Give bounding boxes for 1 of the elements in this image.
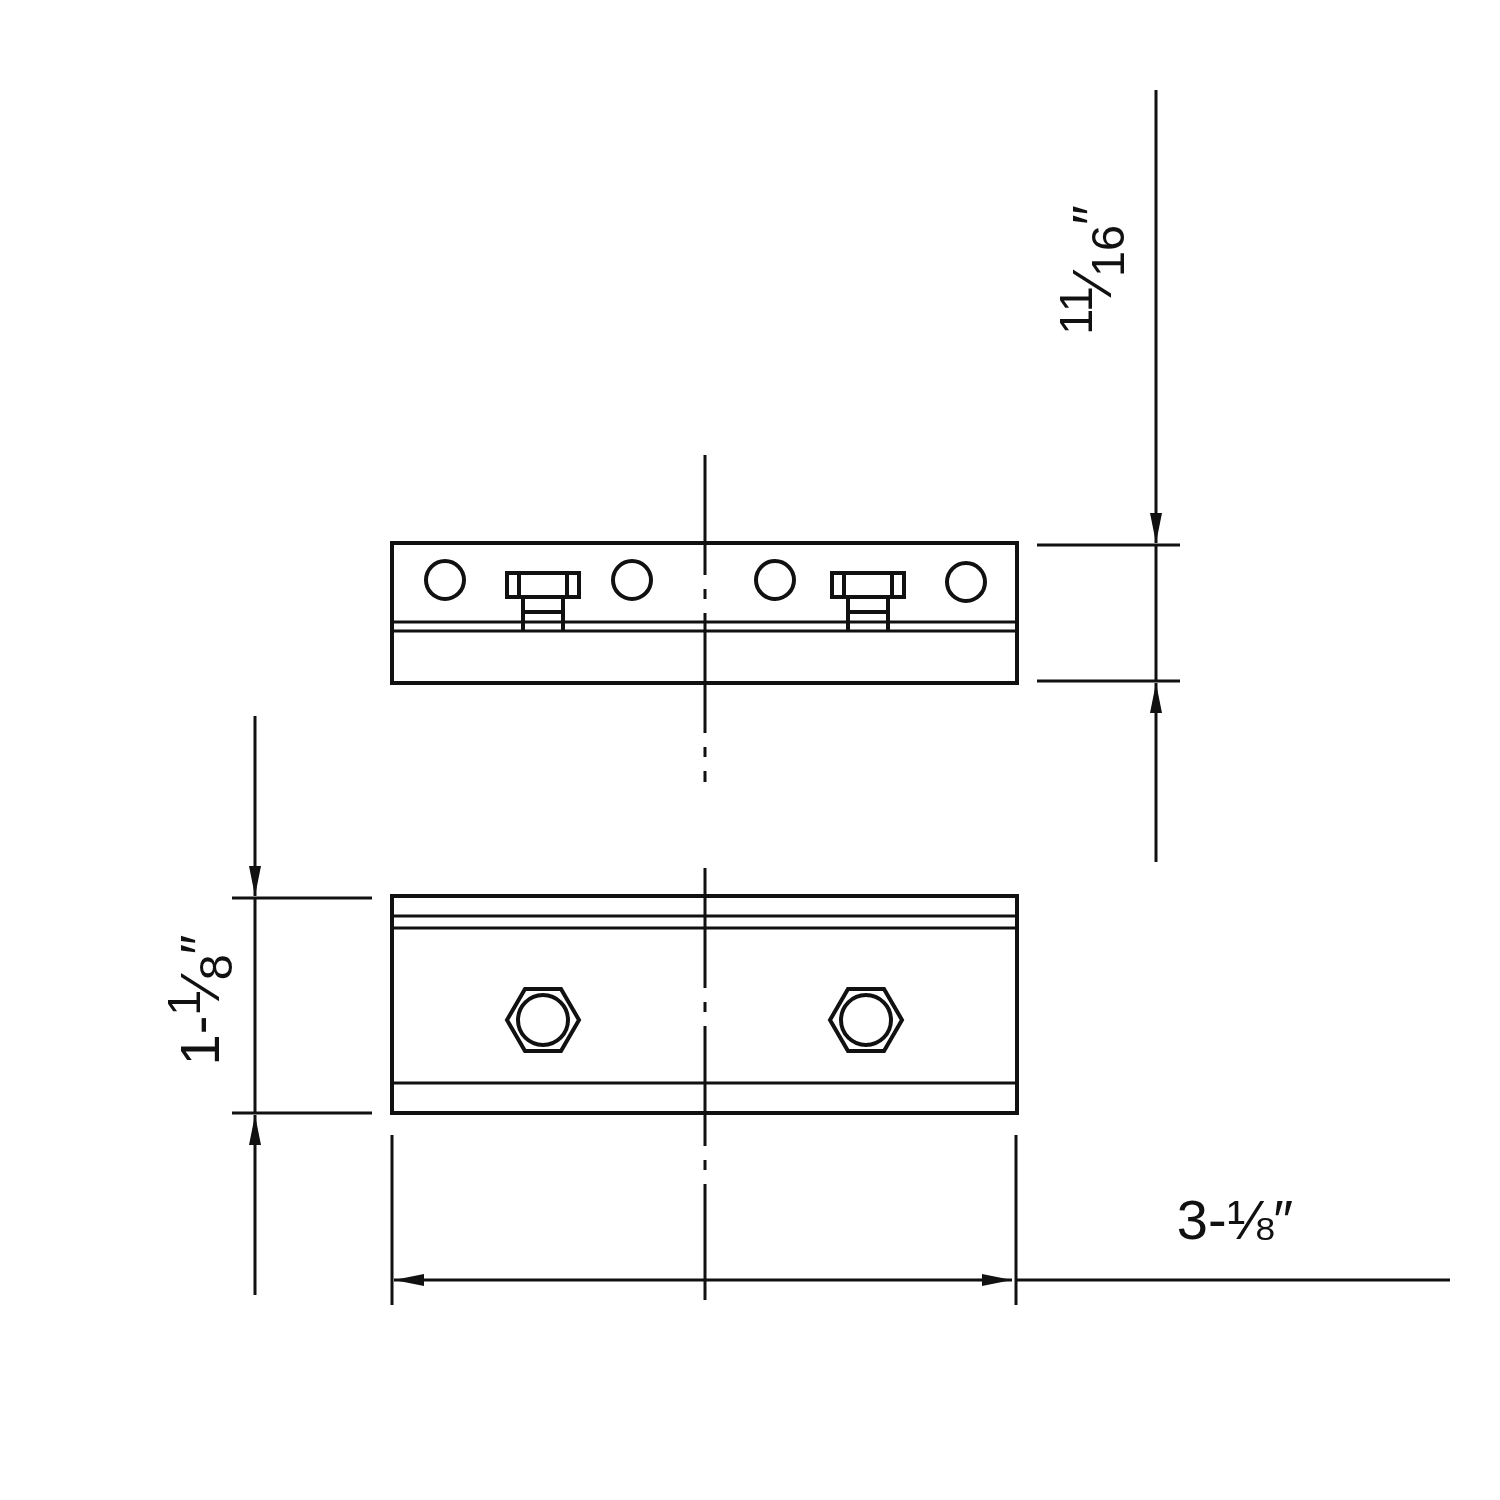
dimension-label: 3-⅛″ (1176, 1192, 1294, 1248)
